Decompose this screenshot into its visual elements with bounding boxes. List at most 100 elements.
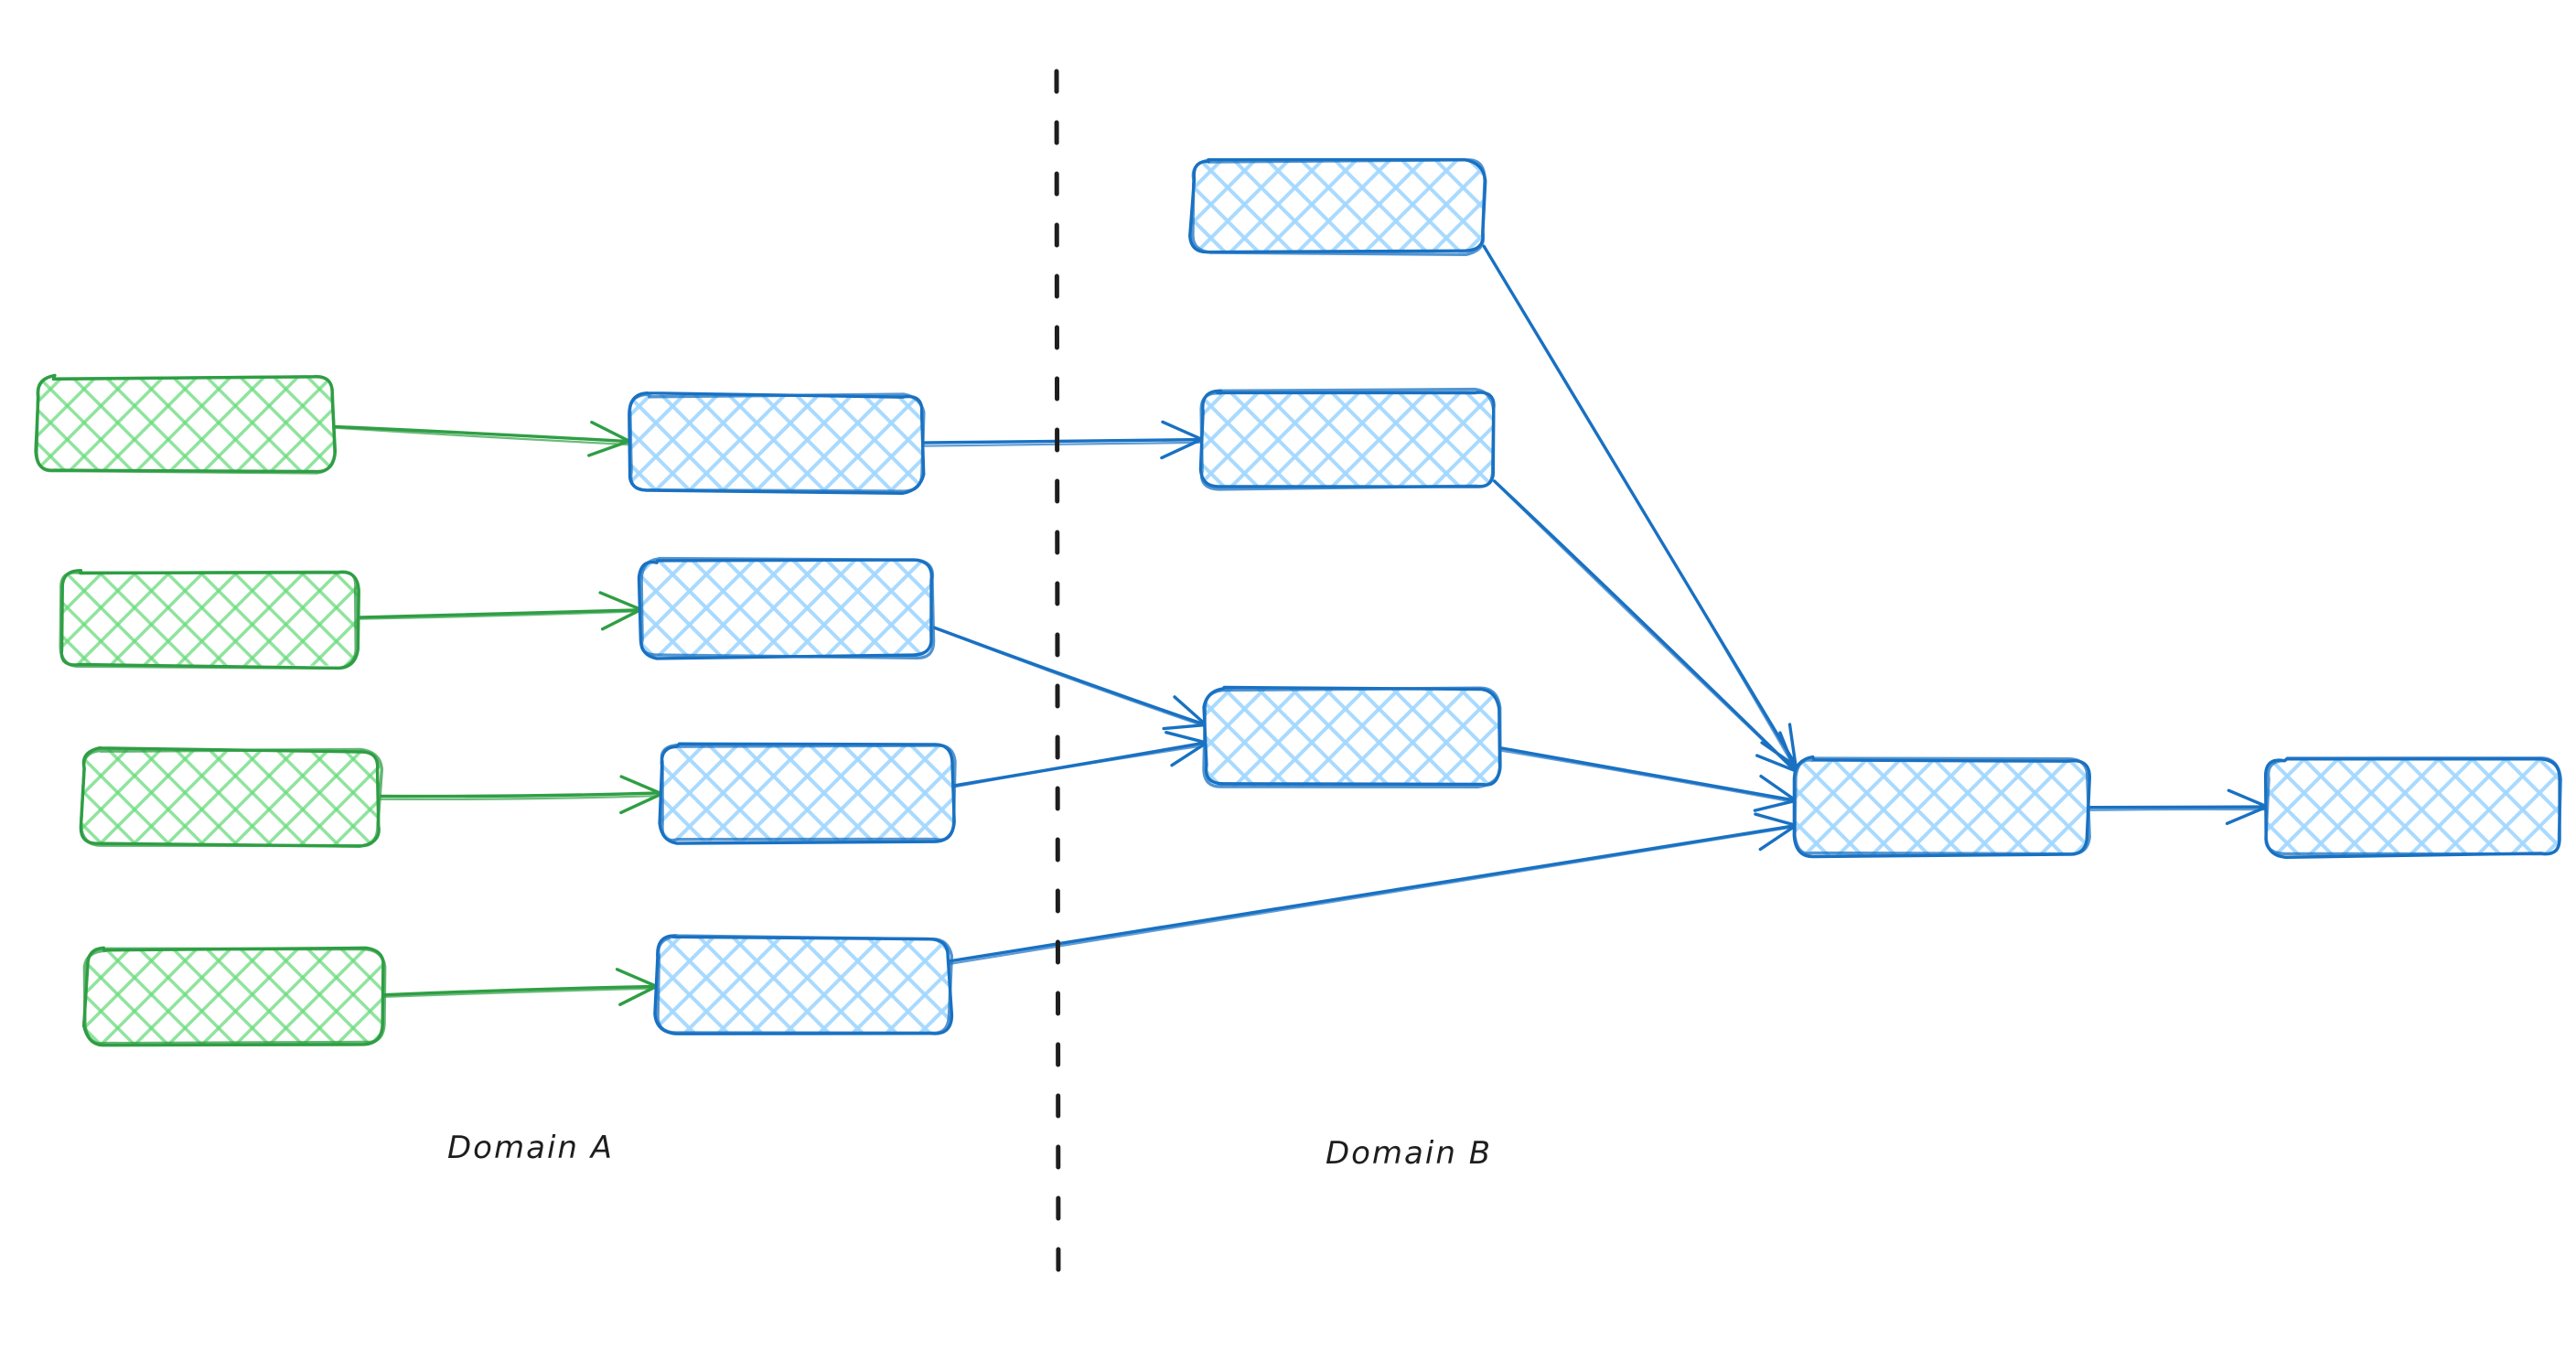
node-fill (628, 394, 923, 492)
domain-divider (1054, 69, 1061, 1291)
edge-line (950, 741, 1208, 788)
edge-line (357, 610, 642, 620)
node-outline (660, 743, 957, 842)
edge-e1[interactable] (331, 420, 631, 457)
node-a-src-4[interactable] (81, 946, 387, 1047)
edge-line (377, 791, 662, 799)
node-fill (59, 571, 359, 666)
edge-e8[interactable] (948, 812, 1798, 966)
node-fill (660, 745, 954, 841)
edge-e10[interactable] (1493, 479, 1798, 774)
edge-line (932, 627, 1208, 728)
edge-arrowhead (600, 608, 642, 631)
edge-line (1497, 745, 1798, 802)
node-a-src-1[interactable] (34, 373, 338, 475)
edge-e5[interactable] (919, 420, 1204, 460)
edge-e11[interactable] (1497, 745, 1798, 812)
edge-e2[interactable] (356, 591, 643, 631)
edge-arrowhead (1753, 799, 1798, 812)
edge-arrowhead (1787, 723, 1798, 769)
edge-arrowhead (2227, 788, 2270, 809)
node-outline (35, 374, 337, 475)
edge-line (931, 626, 1208, 727)
edge-line (356, 608, 643, 619)
edge-layer (331, 244, 2270, 1006)
node-a-src-2[interactable] (59, 569, 360, 670)
node-outline (2264, 756, 2562, 856)
edge-arrowhead (590, 420, 631, 444)
edge-arrowhead (1755, 754, 1798, 773)
node-outline (59, 570, 358, 670)
edge-arrowhead (1165, 730, 1208, 745)
edge-e7[interactable] (950, 730, 1208, 788)
edge-arrowhead (1758, 823, 1798, 852)
node-outline (639, 556, 936, 659)
edge-line (919, 437, 1203, 445)
edge-arrowhead (587, 439, 631, 457)
edge-arrowhead (619, 792, 663, 815)
edge-arrowhead (2225, 805, 2269, 826)
node-outline (1191, 157, 1487, 257)
node-fill (1200, 391, 1495, 488)
node-fill (2266, 758, 2560, 856)
edge-arrowhead (1173, 695, 1208, 726)
edge-e12[interactable] (2085, 788, 2270, 826)
node-a-src-3[interactable] (79, 745, 384, 848)
edge-line (1493, 480, 1798, 774)
edge-line (1497, 749, 1797, 804)
node-fill (657, 937, 950, 1034)
node-outline (656, 934, 954, 1035)
node-layer (34, 157, 2562, 1047)
edge-line (948, 825, 1797, 966)
edge-line (382, 987, 658, 998)
node-fill (1191, 160, 1486, 253)
node-fill (85, 949, 384, 1045)
node-fill (1795, 758, 2089, 856)
node-b-agg[interactable] (1792, 755, 2091, 859)
edge-line (382, 984, 659, 997)
edge-arrowhead (615, 968, 660, 989)
edge-e3[interactable] (377, 775, 663, 815)
node-a-mid-3[interactable] (658, 742, 957, 845)
edge-line (1484, 246, 1797, 771)
node-b-low[interactable] (1202, 685, 1502, 788)
label-domain-b: Domain B (1326, 1135, 1492, 1172)
node-a-mid-4[interactable] (653, 934, 954, 1035)
edge-arrowhead (1160, 437, 1204, 460)
edge-e4[interactable] (382, 968, 660, 1006)
edge-arrowhead (1759, 774, 1798, 802)
edge-line (920, 441, 1203, 447)
edge-line (948, 823, 1798, 963)
node-outline (82, 947, 387, 1045)
edge-line (2088, 808, 2268, 811)
node-b-out[interactable] (2263, 756, 2562, 859)
edge-e9[interactable] (1482, 244, 1798, 771)
node-fill (1205, 689, 1499, 787)
edge-arrowhead (619, 775, 663, 796)
node-outline (79, 747, 384, 848)
edge-arrowhead (1754, 812, 1798, 827)
node-b-top[interactable] (1188, 157, 1487, 257)
node-outline (1793, 756, 2091, 856)
node-fill (640, 560, 934, 658)
node-fill (36, 376, 334, 472)
edge-line (1493, 479, 1798, 773)
node-outline (1202, 686, 1502, 788)
edge-line (332, 424, 631, 444)
edge-arrowhead (618, 984, 659, 1006)
node-outline (628, 392, 926, 493)
node-a-mid-1[interactable] (628, 391, 926, 495)
edge-arrowhead (598, 591, 642, 611)
edge-arrowhead (1778, 731, 1798, 773)
edge-arrowhead (1170, 742, 1208, 767)
divider-layer (1054, 69, 1061, 1291)
node-outline (1199, 387, 1496, 491)
edge-e6[interactable] (931, 626, 1208, 731)
node-b-mid[interactable] (1198, 387, 1496, 491)
edge-arrowhead (1161, 420, 1204, 441)
node-a-mid-2[interactable] (637, 556, 936, 660)
edge-line (379, 794, 661, 801)
